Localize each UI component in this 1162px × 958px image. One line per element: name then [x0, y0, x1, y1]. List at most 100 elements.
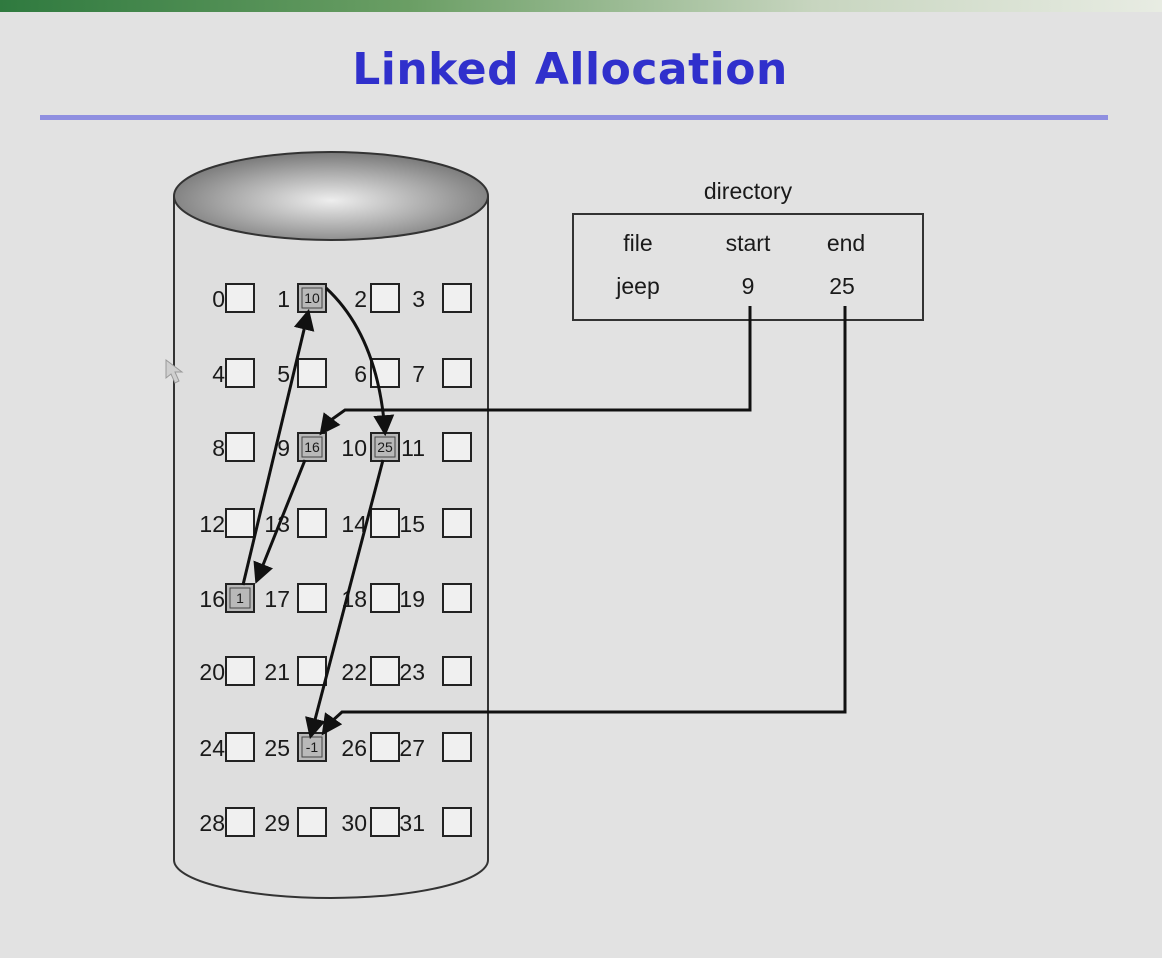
free-block-box [442, 432, 472, 462]
arrow-end-to-block-25 [321, 306, 847, 736]
free-block-box [442, 807, 472, 837]
block-number-label: 22 [341, 659, 367, 685]
block-number-label: 21 [264, 659, 290, 685]
block-number-label: 26 [341, 735, 367, 761]
block-number-label: 31 [399, 810, 425, 836]
block-number-label: 17 [264, 586, 290, 612]
disk-block: 1 10 [277, 283, 327, 313]
disk-block: 4 [212, 358, 255, 388]
next-block-pointer: 16 [304, 439, 320, 455]
disk-block: 14 [341, 508, 400, 538]
block-number-label: 30 [341, 810, 367, 836]
disk-block: 0 [212, 283, 255, 313]
block-number-label: 15 [399, 511, 425, 537]
pointer-cell [229, 587, 251, 609]
next-block-pointer: 10 [304, 290, 320, 306]
free-block-box [297, 807, 327, 837]
block-number-label: 5 [277, 361, 290, 387]
disk-block: 19 [399, 583, 472, 613]
next-block-pointer: -1 [306, 739, 319, 755]
arrow-block-9-to-16 [253, 459, 307, 584]
disk-block: 12 [199, 508, 255, 538]
next-block-pointer: 25 [377, 439, 393, 455]
free-block-box [370, 283, 400, 313]
allocated-block-box [297, 283, 327, 313]
directory-header-end: end [827, 230, 865, 256]
slide-top-strip [0, 0, 1162, 12]
directory-header-file: file [623, 230, 652, 256]
pointer-cell [374, 436, 396, 458]
free-block-box [225, 807, 255, 837]
block-number-label: 28 [199, 810, 225, 836]
disk-block: 10 25 [341, 432, 400, 462]
block-number-label: 6 [354, 361, 367, 387]
block-number-label: 4 [212, 361, 225, 387]
directory-header-start: start [726, 230, 771, 256]
disk-block: 2 [354, 283, 400, 313]
block-number-label: 8 [212, 435, 225, 461]
disk-block: 3 [412, 283, 472, 313]
block-number-label: 24 [199, 735, 225, 761]
directory-box [572, 213, 924, 321]
free-block-box [370, 807, 400, 837]
disk-block: 31 [399, 807, 472, 837]
disk-block: 5 [277, 358, 327, 388]
directory-row-file: jeep [615, 273, 659, 299]
disk-block: 15 [399, 508, 472, 538]
block-number-label: 29 [264, 810, 290, 836]
directory-row-end: 25 [829, 273, 855, 299]
block-number-label: 25 [264, 735, 290, 761]
disk-block: 21 [264, 656, 327, 686]
arrow-start-to-block-9 [319, 306, 752, 436]
disk-block: 11 [401, 432, 472, 462]
disk-block: 23 [399, 656, 472, 686]
block-number-label: 16 [199, 586, 225, 612]
disk-block: 17 [264, 583, 327, 613]
disk-block: 27 [399, 732, 472, 762]
disk-block: 30 [341, 807, 400, 837]
block-number-label: 0 [212, 286, 225, 312]
directory-label: directory [704, 178, 793, 204]
block-number-label: 23 [399, 659, 425, 685]
block-number-label: 10 [341, 435, 367, 461]
free-block-box [225, 283, 255, 313]
disk-block: 7 [412, 358, 472, 388]
arrow-block-10-to-25 [305, 459, 385, 740]
free-block-box [225, 508, 255, 538]
free-block-box [370, 583, 400, 613]
free-block-box [370, 656, 400, 686]
free-block-box [297, 656, 327, 686]
block-number-label: 20 [199, 659, 225, 685]
title-divider [40, 115, 1108, 120]
arrow-block-1-to-10 [324, 286, 395, 437]
allocated-block-box [225, 583, 255, 613]
free-block-box [442, 283, 472, 313]
free-block-box [442, 358, 472, 388]
free-block-box [297, 358, 327, 388]
block-number-label: 19 [399, 586, 425, 612]
block-number-label: 1 [277, 286, 290, 312]
pointer-cell [301, 436, 323, 458]
pointer-cell [301, 287, 323, 309]
free-block-box [442, 508, 472, 538]
free-block-box [442, 656, 472, 686]
disk-block: 29 [264, 807, 327, 837]
block-number-label: 2 [354, 286, 367, 312]
disk-block: 20 [199, 656, 255, 686]
free-block-box [297, 583, 327, 613]
arrow-block-16-to-1 [241, 308, 315, 586]
block-number-label: 3 [412, 286, 425, 312]
block-number-label: 7 [412, 361, 425, 387]
block-number-label: 11 [401, 435, 425, 461]
free-block-box [370, 508, 400, 538]
disk-block: 24 [199, 732, 255, 762]
free-block-box [225, 358, 255, 388]
disk-block: 8 [212, 432, 255, 462]
disk-block: 18 [341, 583, 400, 613]
directory-row-start: 9 [742, 273, 755, 299]
disk-block: 28 [199, 807, 255, 837]
